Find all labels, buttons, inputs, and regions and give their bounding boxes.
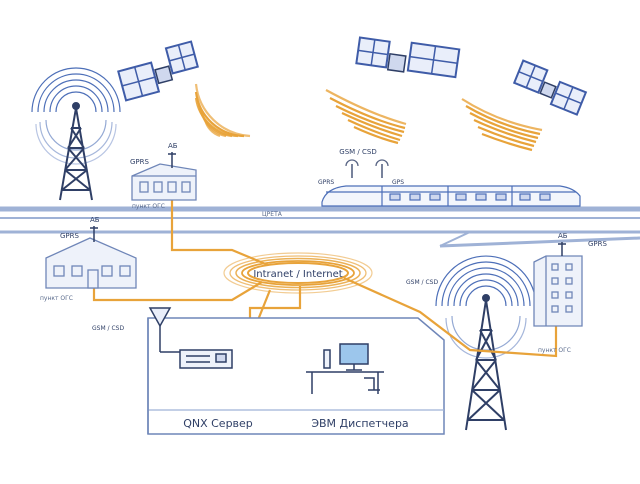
tower-waves-left <box>31 67 121 165</box>
antenna-icon <box>90 226 98 242</box>
tower-waves-right <box>435 255 537 359</box>
intranet-label: Intranet / Internet <box>253 269 342 280</box>
railway-tracks <box>0 206 640 248</box>
dispatcher-label: ЭВМ Диспетчера <box>311 417 408 430</box>
house-icon <box>131 163 197 201</box>
computer-icon <box>323 343 369 371</box>
house-icon <box>45 237 137 289</box>
server-icon <box>179 349 233 369</box>
train: GSM / CSD GPRS GPS ЦРЕТА <box>262 148 581 218</box>
qnx-server-label: QNX Сервер <box>183 417 253 430</box>
train-gprs-label: GPRS <box>318 179 334 186</box>
train-gps-label: GPS <box>392 179 404 186</box>
train-gsm-csd-label: GSM / CSD <box>339 148 376 156</box>
antenna-icon <box>558 242 566 256</box>
dispatcher-workstation <box>306 343 384 394</box>
satellite-icon <box>355 36 461 79</box>
station-point-label: пункт ОГС <box>132 203 165 210</box>
building-ab-label: АБ <box>558 232 568 240</box>
satellite-left <box>117 40 199 102</box>
server-antenna <box>148 307 180 353</box>
satellite-signal-right <box>461 98 543 152</box>
server-gsm-csd-label: GSM / CSD <box>92 325 124 332</box>
radio-tower-icon <box>465 294 507 431</box>
satellite-center <box>355 36 461 79</box>
house-left: АБ GPRS пункт ОГС <box>40 216 137 302</box>
track-switch <box>439 231 471 247</box>
building-gprs-label: GPRS <box>588 240 608 248</box>
building-point-label: пункт ОГС <box>538 347 571 354</box>
satellite-right <box>512 59 588 116</box>
house-point-label: пункт ОГС <box>40 295 73 302</box>
house-gprs-label: GPRS <box>60 232 80 240</box>
satellite-icon <box>117 40 199 102</box>
right-gsm-csd-label: GSM / CSD <box>406 279 438 286</box>
track-label: ЦРЕТА <box>262 211 283 218</box>
building-right: АБ GPRS пункт ОГС <box>533 232 608 354</box>
station-ab-label: АБ <box>168 142 178 150</box>
radio-tower-icon <box>59 102 93 201</box>
building-icon <box>533 255 583 327</box>
station-gprs-label: GPRS <box>130 158 150 166</box>
satellite-icon <box>512 59 588 116</box>
antenna-icon <box>345 159 389 178</box>
satellite-signal-left <box>194 83 251 138</box>
satellite-signal-center <box>325 89 407 145</box>
station-building: АБ GPRS пункт ОГС <box>130 142 197 210</box>
radio-tower-right <box>435 255 537 431</box>
antenna-icon <box>148 307 172 352</box>
antenna-icon <box>168 152 176 168</box>
track-branch-right <box>439 236 640 248</box>
house-ab-label: АБ <box>90 216 100 224</box>
train-icon <box>321 185 581 207</box>
control-room: GSM / CSD QNX Сервер ЭВМ Диспетчера <box>92 307 445 435</box>
radio-tower-left <box>31 67 121 201</box>
intranet-cloud <box>223 252 373 294</box>
